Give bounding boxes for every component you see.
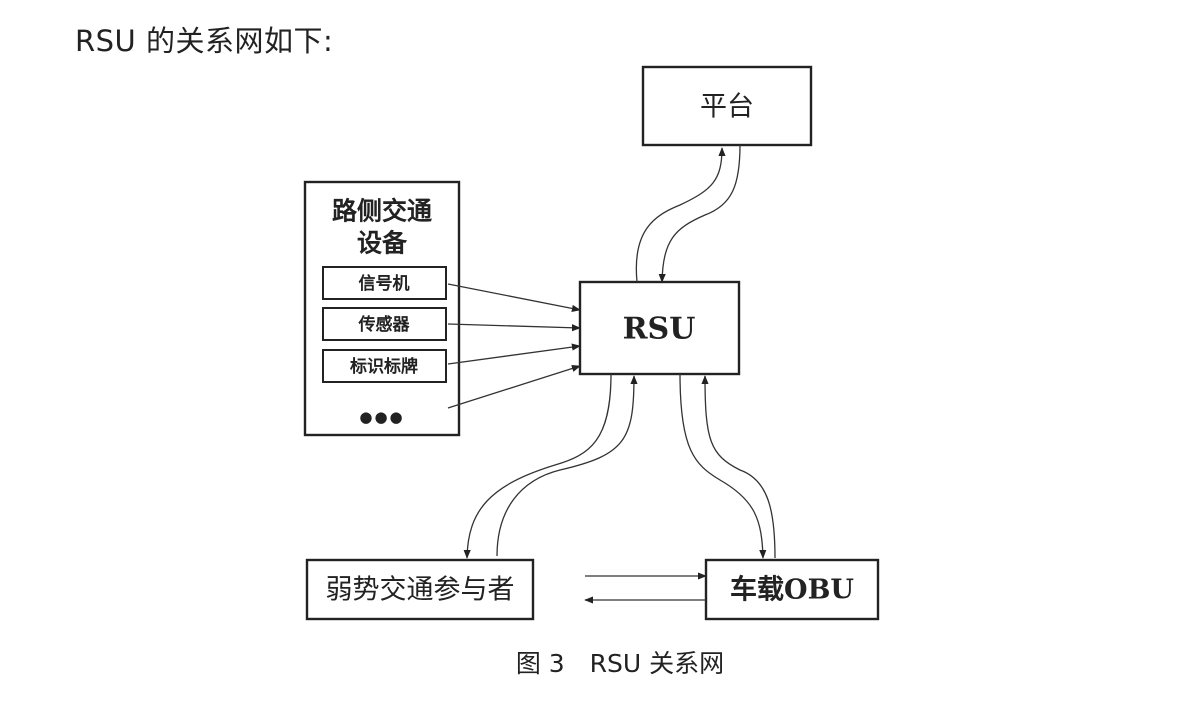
figure-caption: 图 3 RSU 关系网 (515, 649, 725, 678)
node-sensor-label: 传感器 (358, 314, 411, 335)
node-sensor: 传感器 (322, 307, 447, 341)
edge-obu-to-rsu (701, 375, 776, 559)
group-title-line2: 设备 (357, 229, 408, 258)
node-roadside-equipment-group: 路侧交通 设备 信号机 传感器 标识标牌 ●●● (303, 180, 461, 437)
edge-vru-to-rsu (496, 375, 638, 557)
node-rsu-label: RSU (623, 312, 696, 347)
edge-more-to-rsu (447, 365, 581, 409)
node-rsu: RSU (578, 280, 741, 376)
edge-rsu-to-platform (635, 147, 726, 283)
node-vru-label: 弱势交通参与者 (326, 575, 515, 606)
node-vulnerable-road-users: 弱势交通参与者 (305, 558, 535, 621)
edge-platform-to-rsu (658, 144, 741, 283)
node-onboard-unit: 车载OBU (704, 558, 880, 621)
node-platform-label: 平台 (700, 92, 754, 123)
edge-rsu-to-obu (679, 373, 767, 559)
node-sign-label: 标识标牌 (350, 356, 418, 377)
node-signal-label: 信号机 (359, 273, 410, 294)
intro-heading: RSU 的关系网如下: (75, 24, 334, 58)
group-title-line1: 路侧交通 (332, 197, 432, 226)
edge-signal-to-rsu (447, 283, 581, 312)
edge-sensor-to-rsu (447, 323, 581, 332)
edge-sign-to-rsu (447, 343, 581, 365)
node-sign: 标识标牌 (322, 349, 447, 383)
node-obu-label: 车载OBU (730, 574, 854, 606)
node-platform: 平台 (641, 65, 813, 147)
node-signal: 信号机 (322, 266, 447, 300)
node-more-ellipsis: ●●● (359, 408, 404, 426)
edge-rsu-to-vru (463, 373, 612, 559)
